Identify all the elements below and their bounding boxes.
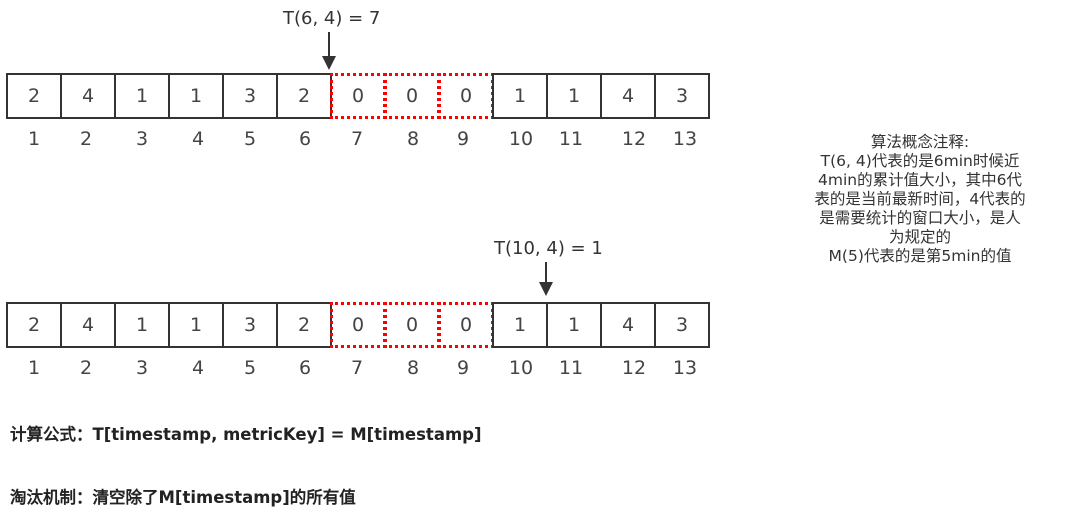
cell: 4 [60, 302, 116, 348]
note-line: 4min的累计值大小，其中6代 [818, 171, 1022, 189]
cell: 3 [654, 73, 710, 119]
index-label: 9 [456, 357, 470, 379]
index-label: 8 [406, 357, 420, 379]
note-line: T(6, 4)代表的是6min时候近 [820, 152, 1020, 170]
cell: 1 [168, 73, 224, 119]
cell: 1 [492, 302, 548, 348]
cell: 2 [276, 73, 332, 119]
index-label: 13 [672, 357, 698, 379]
index-label: 12 [621, 357, 647, 379]
index-label: 4 [191, 128, 205, 150]
index-label: 5 [243, 357, 257, 379]
index-label: 3 [135, 128, 149, 150]
cell: 3 [222, 302, 278, 348]
cell: 2 [276, 302, 332, 348]
index-label: 3 [135, 357, 149, 379]
index-label: 10 [508, 128, 534, 150]
index-label: 7 [350, 357, 364, 379]
index-label: 11 [558, 128, 584, 150]
index-label: 2 [79, 357, 93, 379]
cell: 1 [546, 73, 602, 119]
cleared-cell: 0 [330, 73, 386, 119]
index-label: 8 [406, 128, 420, 150]
cleared-cell: 0 [384, 302, 440, 348]
index-label: 4 [191, 357, 205, 379]
cell: 3 [222, 73, 278, 119]
cell: 1 [114, 302, 170, 348]
note-line: M(5)代表的是第5min的值 [828, 247, 1012, 265]
cleared-cell: 0 [438, 73, 494, 119]
index-label: 7 [350, 128, 364, 150]
bottom-window-row: 2 4 1 1 3 2 0 0 0 1 1 4 3 [6, 302, 710, 348]
cleared-cell: 0 [330, 302, 386, 348]
cell: 2 [6, 302, 62, 348]
cell: 4 [600, 73, 656, 119]
cell: 3 [654, 302, 710, 348]
index-label: 5 [243, 128, 257, 150]
cell: 4 [600, 302, 656, 348]
top-pointer-label: T(6, 4) = 7 [283, 8, 381, 29]
calc-formula: 计算公式：T[timestamp, metricKey] = M[timesta… [10, 425, 482, 444]
index-label: 1 [27, 357, 41, 379]
index-label: 6 [298, 357, 312, 379]
cell: 1 [168, 302, 224, 348]
index-label: 1 [27, 128, 41, 150]
index-label: 12 [621, 128, 647, 150]
algorithm-note: 算法概念注释: T(6, 4)代表的是6min时候近 4min的累计值大小，其中… [800, 133, 1040, 266]
index-label: 10 [508, 357, 534, 379]
index-label: 2 [79, 128, 93, 150]
cell: 4 [60, 73, 116, 119]
note-line: 是需要统计的窗口大小，是人 [819, 209, 1021, 227]
index-label: 11 [558, 357, 584, 379]
bottom-pointer-arrow-icon [539, 262, 553, 298]
cell: 1 [546, 302, 602, 348]
index-label: 13 [672, 128, 698, 150]
top-pointer-arrow-icon [322, 32, 336, 72]
index-label: 9 [456, 128, 470, 150]
top-window-row: 2 4 1 1 3 2 0 0 0 1 1 4 3 [6, 73, 710, 119]
cell: 1 [114, 73, 170, 119]
cell: 1 [492, 73, 548, 119]
bottom-pointer-label: T(10, 4) = 1 [494, 238, 603, 259]
eviction-rule: 淘汰机制：清空除了M[timestamp]的所有值 [10, 488, 356, 507]
cleared-cell: 0 [384, 73, 440, 119]
note-line: 为规定的 [888, 228, 951, 246]
cell: 2 [6, 73, 62, 119]
cleared-cell: 0 [438, 302, 494, 348]
note-line: 表的是当前最新时间，4代表的 [814, 190, 1026, 208]
note-line: 算法概念注释: [870, 133, 970, 151]
index-label: 6 [298, 128, 312, 150]
